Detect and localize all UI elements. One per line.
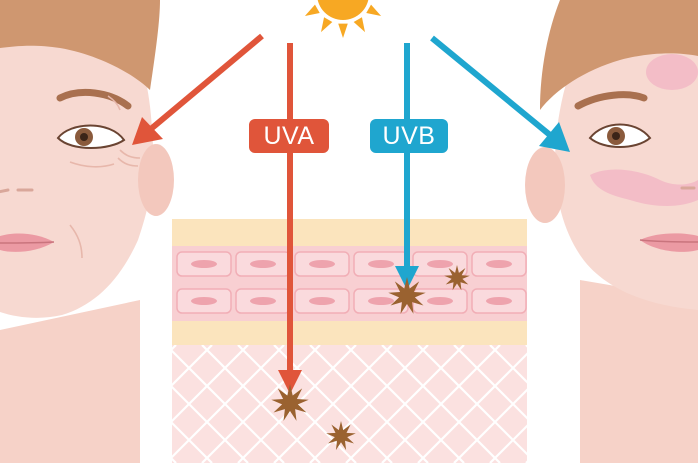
uva-label: UVA — [249, 119, 329, 153]
left-eyebrow — [56, 89, 132, 110]
uva-arrow-to-dermis — [278, 43, 302, 394]
right-eyebrow — [574, 91, 648, 110]
cell-nucleus — [191, 260, 217, 268]
right-neck — [580, 280, 698, 463]
uva-arrow-to-face — [132, 33, 264, 145]
left-face-aged — [0, 0, 174, 463]
right-lips — [640, 233, 698, 252]
skin-cross-section — [172, 219, 527, 463]
right-pupil — [612, 132, 620, 140]
cell-nucleus — [309, 297, 335, 305]
uvb-label: UVB — [370, 119, 448, 153]
uvb-arrow-to-face — [430, 35, 570, 152]
dermis-lattice — [172, 345, 527, 463]
damage-star-icon — [444, 265, 470, 291]
pigment-spot-cheek — [590, 169, 698, 206]
left-nose — [0, 188, 34, 194]
left-ear — [138, 144, 174, 216]
cell-nucleus — [368, 260, 394, 268]
dermis-layer — [172, 345, 527, 463]
stratum-corneum — [172, 219, 527, 246]
left-hair — [0, 0, 160, 90]
cell-nucleus — [250, 260, 276, 268]
cell-nucleus — [250, 297, 276, 305]
basal-band — [172, 321, 527, 345]
right-face-spotted — [525, 0, 698, 463]
damage-star-icon — [326, 421, 356, 451]
left-neck — [0, 300, 140, 463]
pigment-spot-forehead — [646, 54, 698, 90]
right-hair — [540, 0, 698, 110]
damage-star-icon — [271, 384, 309, 421]
cell-nucleus — [486, 297, 512, 305]
right-ear — [525, 147, 565, 223]
right-lips-line — [639, 239, 698, 243]
cell-nucleus — [427, 260, 453, 268]
cell-nucleus — [191, 297, 217, 305]
cell-nucleus — [368, 297, 394, 305]
cell-nucleus — [486, 260, 512, 268]
damage-star-icon — [388, 277, 426, 314]
cell-nucleus — [309, 260, 335, 268]
left-lips-line — [0, 241, 55, 244]
left-wrinkles — [69, 95, 141, 259]
cell-nucleus — [427, 297, 453, 305]
left-pupil — [80, 133, 88, 141]
damage-stars — [271, 265, 470, 451]
sun-icon — [304, 0, 382, 38]
